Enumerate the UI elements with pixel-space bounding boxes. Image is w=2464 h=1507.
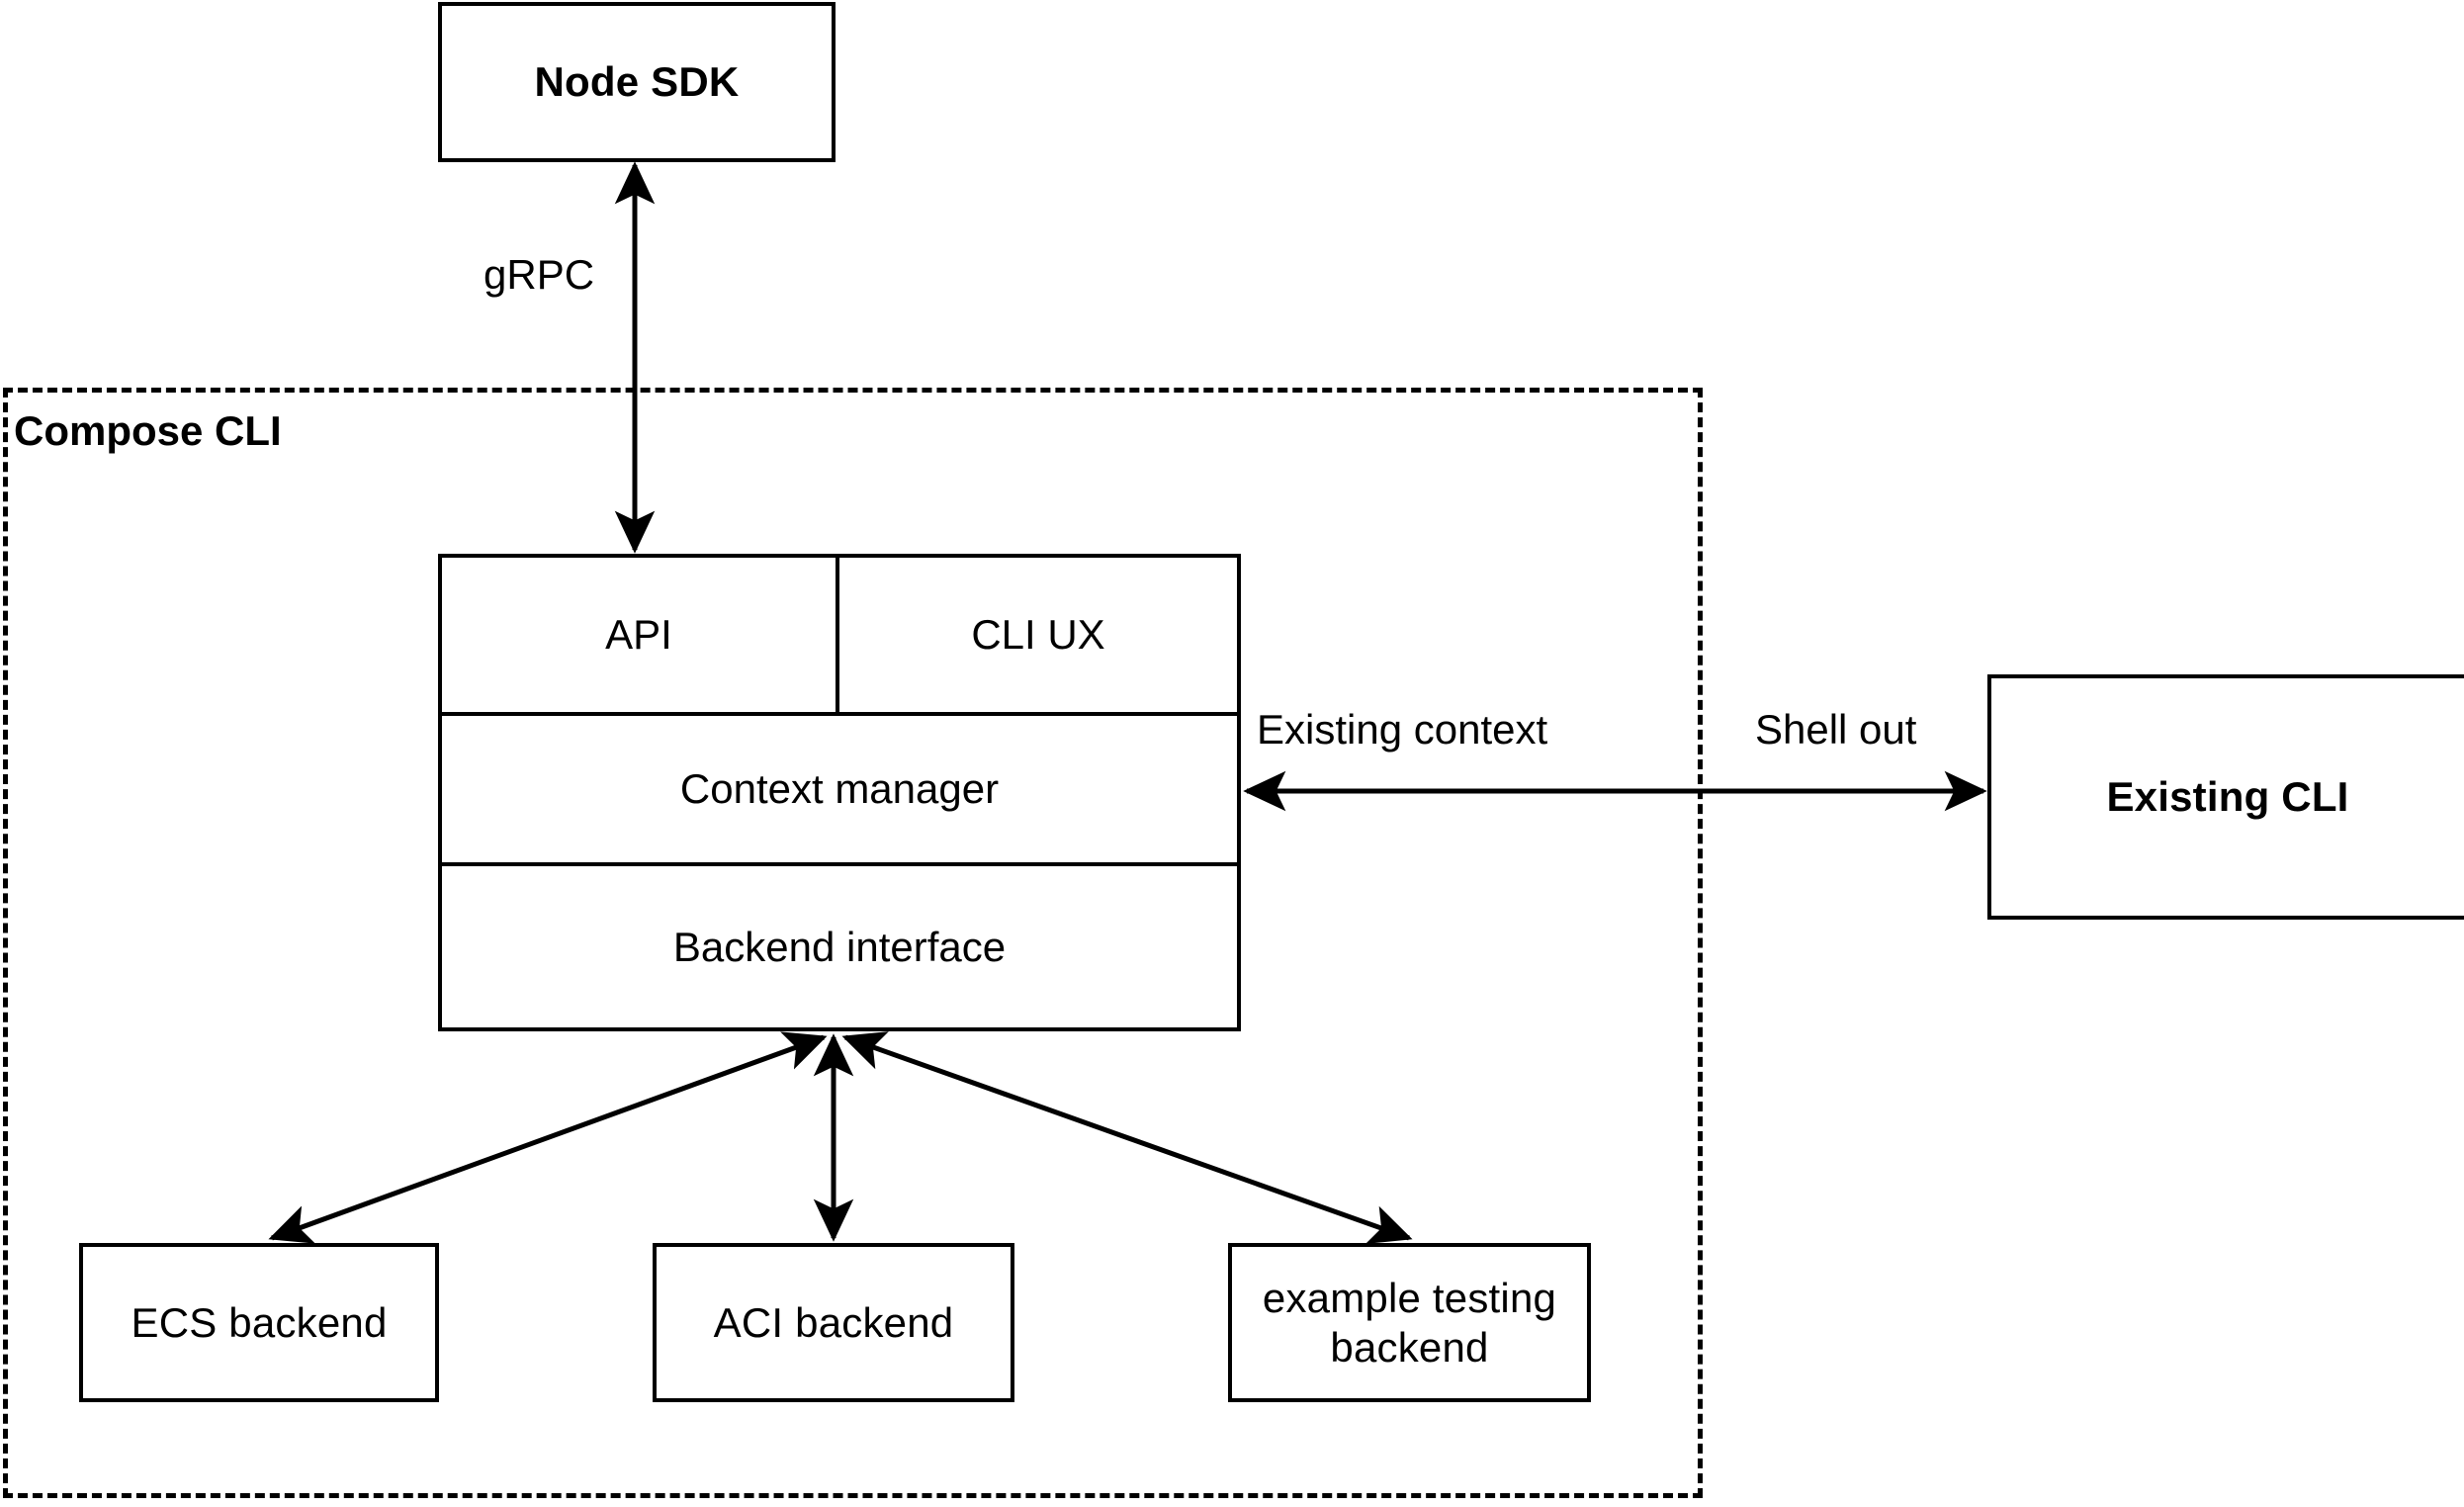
example-testing-backend-box[interactable]: example testing backend: [1228, 1243, 1591, 1402]
example-testing-backend-label: example testing backend: [1263, 1274, 1556, 1372]
existing-cli-box[interactable]: Existing CLI: [1987, 674, 2464, 920]
existing-cli-label: Existing CLI: [2106, 773, 2349, 821]
aci-backend-label: ACI backend: [713, 1298, 954, 1346]
example-testing-backend-label-line2: backend: [1330, 1323, 1489, 1371]
compose-cli-stack: API CLI UX Context manager Backend inter…: [438, 554, 1241, 1031]
edge-label-shell-out: Shell out: [1755, 706, 1917, 753]
aci-backend-box[interactable]: ACI backend: [653, 1243, 1014, 1402]
cell-api[interactable]: API: [442, 558, 839, 712]
cell-context-manager[interactable]: Context manager: [442, 716, 1237, 866]
stack-top-row: API CLI UX: [442, 558, 1237, 716]
edge-label-grpc: gRPC: [484, 251, 595, 298]
compose-cli-group-label: Compose CLI: [14, 407, 282, 454]
example-testing-backend-label-line1: example testing: [1262, 1274, 1557, 1321]
compose-cli-group-boundary: [3, 388, 1703, 1498]
ecs-backend-box[interactable]: ECS backend: [79, 1243, 439, 1402]
cell-cli-ux[interactable]: CLI UX: [839, 558, 1237, 712]
node-sdk-box[interactable]: Node SDK: [438, 2, 836, 162]
node-sdk-label: Node SDK: [534, 58, 740, 106]
cell-backend-interface[interactable]: Backend interface: [442, 866, 1237, 1027]
edge-label-existing-context: Existing context: [1257, 706, 1548, 753]
context-manager-label: Context manager: [679, 765, 1000, 813]
cli-ux-label: CLI UX: [971, 611, 1105, 659]
ecs-backend-label: ECS backend: [131, 1298, 388, 1346]
api-label: API: [605, 611, 672, 659]
backend-interface-label: Backend interface: [672, 923, 1007, 970]
